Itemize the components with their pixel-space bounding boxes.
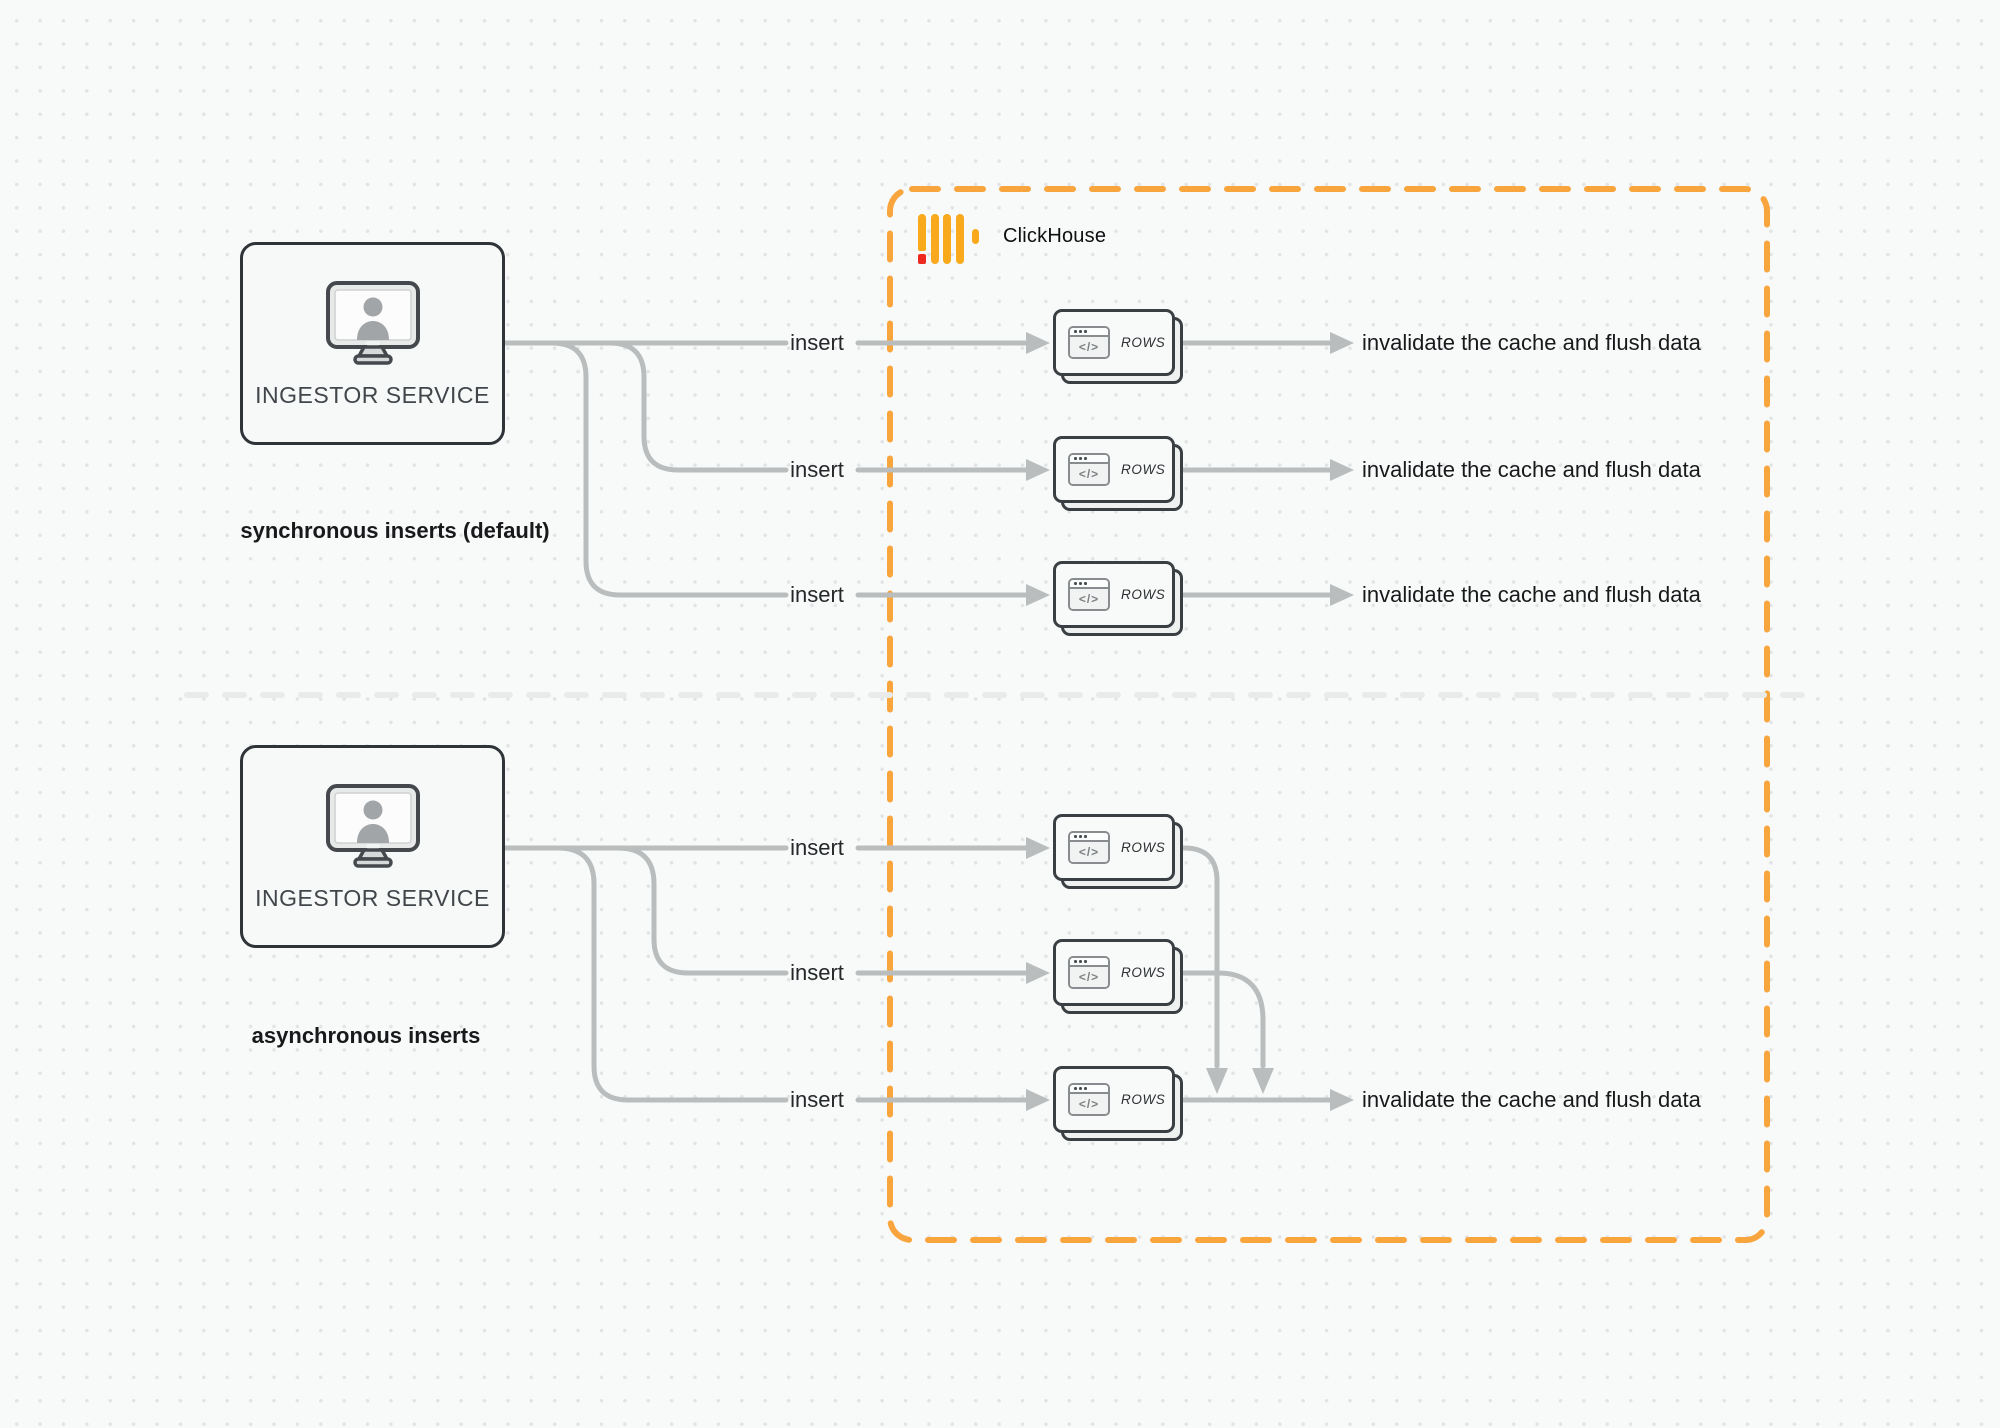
- rows-card: </> ROWS: [1053, 1066, 1183, 1141]
- rows-card: </> ROWS: [1053, 309, 1183, 384]
- rows-card: </> ROWS: [1053, 561, 1183, 636]
- insert-label: insert: [790, 835, 844, 860]
- rows-card-label: ROWS: [1121, 462, 1166, 477]
- insert-label: insert: [790, 960, 844, 985]
- rows-card-label: ROWS: [1121, 840, 1166, 855]
- ingestor-service-label: INGESTOR SERVICE: [255, 884, 490, 911]
- code-window-icon: </>: [1068, 578, 1110, 611]
- clickhouse-logo-icon: [918, 214, 979, 264]
- result-label: invalidate the cache and flush data: [1362, 582, 1701, 607]
- clickhouse-label: ClickHouse: [1003, 225, 1107, 247]
- arrowheads: [1026, 332, 1354, 1111]
- clickhouse-boundary-box: [887, 186, 1770, 1243]
- connector-lines: [502, 340, 1335, 1103]
- code-window-icon: </>: [1068, 956, 1110, 989]
- insert-label: insert: [790, 1087, 844, 1112]
- monitor-user-icon: [325, 280, 420, 365]
- code-window-icon: </>: [1068, 453, 1110, 486]
- result-label: invalidate the cache and flush data: [1362, 330, 1701, 355]
- rows-card: </> ROWS: [1053, 814, 1183, 889]
- ingestor-service-label: INGESTOR SERVICE: [255, 381, 490, 408]
- rows-card: </> ROWS: [1053, 436, 1183, 511]
- rows-card-label: ROWS: [1121, 587, 1166, 602]
- sync-caption: synchronous inserts (default): [240, 518, 550, 543]
- ingestor-box-sync: INGESTOR SERVICE: [240, 242, 505, 445]
- async-caption: asynchronous inserts: [251, 1023, 481, 1048]
- rows-card-label: ROWS: [1121, 1092, 1166, 1107]
- result-label: invalidate the cache and flush data: [1362, 1087, 1701, 1112]
- code-window-icon: </>: [1068, 1083, 1110, 1116]
- ingestor-box-async: INGESTOR SERVICE: [240, 745, 505, 948]
- clickhouse-logo: ClickHouse: [918, 214, 1106, 264]
- insert-label: insert: [790, 582, 844, 607]
- insert-label: insert: [790, 457, 844, 482]
- monitor-user-icon: [325, 783, 420, 868]
- result-label: invalidate the cache and flush data: [1362, 457, 1701, 482]
- rows-card-label: ROWS: [1121, 335, 1166, 350]
- rows-card: </> ROWS: [1053, 939, 1183, 1014]
- rows-card-label: ROWS: [1121, 965, 1166, 980]
- code-window-icon: </>: [1068, 326, 1110, 359]
- insert-label: insert: [790, 330, 844, 355]
- code-window-icon: </>: [1068, 831, 1110, 864]
